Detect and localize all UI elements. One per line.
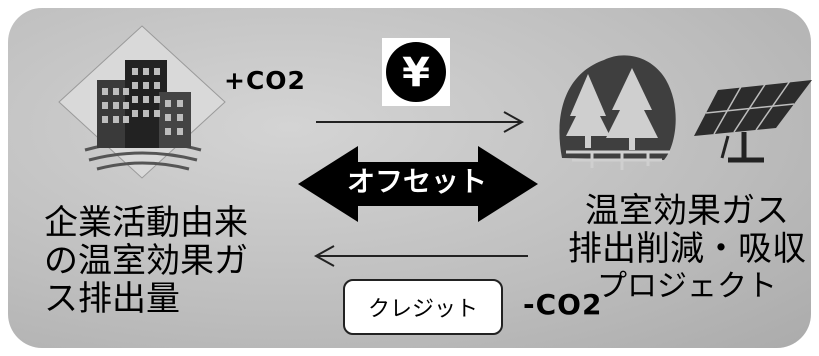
company-label-line: 企業活動由来	[44, 203, 248, 243]
company-label-line: の温室効果ガ	[44, 241, 248, 281]
company-emissions-label: 企業活動由来 の温室効果ガ ス排出量	[44, 204, 274, 318]
office-building-icon	[58, 25, 226, 179]
offset-label: オフセット	[346, 165, 487, 198]
project-label-line: プロジェクト	[597, 269, 777, 304]
project-label-line: 排出削減・吸収	[568, 229, 806, 269]
co2-emission-label: +CO2	[224, 66, 306, 95]
yen-symbol: ¥	[402, 50, 430, 96]
forest-icon	[559, 55, 676, 170]
offset-double-arrow	[298, 146, 538, 222]
company-label-line: ス排出量	[44, 279, 180, 319]
solar-panel-icon	[694, 80, 812, 163]
co2-reduction-label: -CO2	[523, 288, 603, 321]
credit-box: クレジット	[343, 279, 503, 335]
yen-coin-icon: ¥	[382, 38, 450, 106]
project-label-line: 温室効果ガス	[585, 191, 789, 231]
arrow-to-project	[316, 111, 525, 133]
reduction-project-label: 温室効果ガス 排出削減・吸収 プロジェクト	[562, 192, 812, 306]
credit-label: クレジット	[367, 297, 478, 322]
arrow-to-company	[313, 245, 528, 267]
